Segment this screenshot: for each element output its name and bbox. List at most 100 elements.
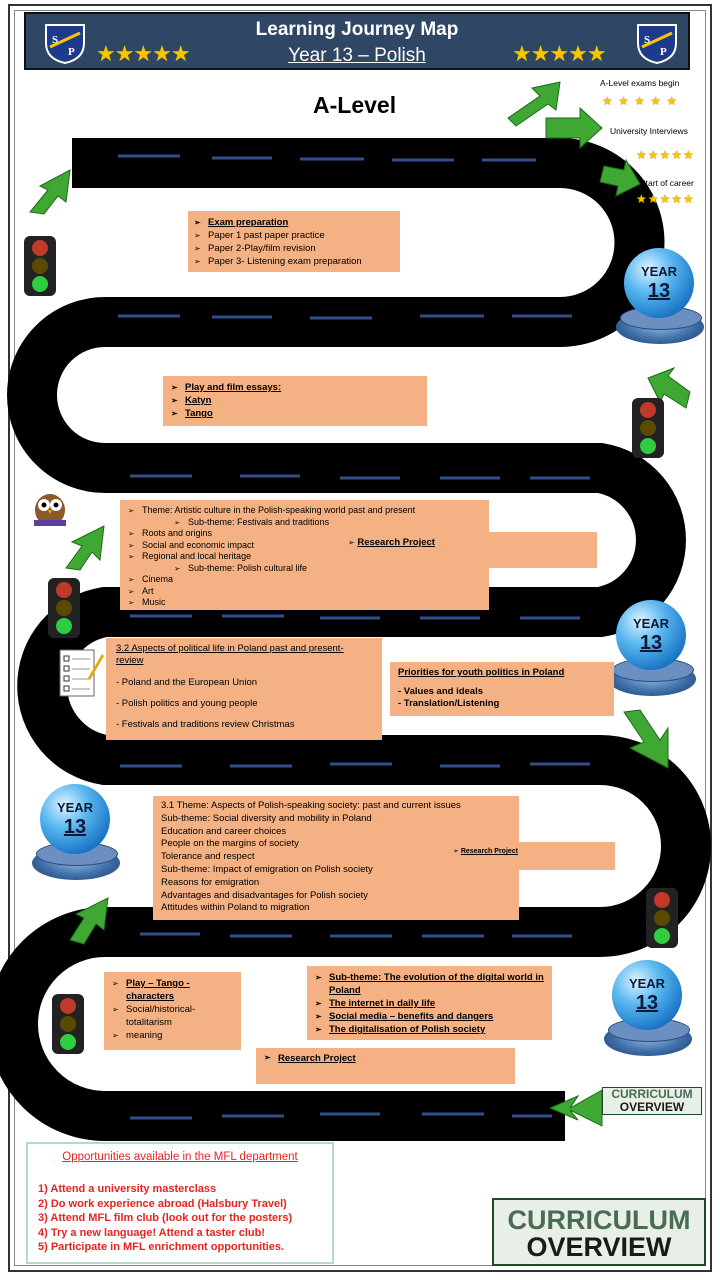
- list-item: Art: [128, 586, 481, 598]
- list-item: Roots and origins: [128, 528, 481, 540]
- list-item: - Translation/Listening: [398, 698, 500, 709]
- arrow-icon: [545, 106, 603, 150]
- milestone-stars: ★★★★★: [636, 148, 695, 162]
- svg-text:S: S: [644, 34, 650, 46]
- list-item: Reasons for emigration: [161, 876, 260, 888]
- milestone-career: Start of career: [640, 178, 694, 188]
- school-crest-icon: S P: [637, 24, 677, 65]
- year-label: YEAR: [640, 264, 678, 279]
- checklist-icon: [59, 649, 104, 697]
- svg-text:S: S: [52, 34, 58, 46]
- arrow-icon: [65, 525, 105, 571]
- level-heading: A-Level: [313, 92, 397, 118]
- play-tango-box: Play – Tango - characters Social/histori…: [104, 972, 241, 1050]
- year-badge: YEAR 13: [32, 784, 122, 896]
- list-item: Sub-theme: Polish cultural life: [174, 563, 481, 575]
- page-title: Learning Journey Map: [255, 19, 459, 40]
- list-item: Play and film essays:: [171, 381, 419, 394]
- arrow-icon: [548, 1089, 603, 1127]
- overview-line1: CURRICULUM: [507, 1205, 691, 1235]
- list-item: meaning: [112, 1029, 233, 1042]
- year-label: YEAR: [56, 800, 94, 815]
- traffic-light-icon: [632, 398, 664, 458]
- year-label: YEAR: [628, 976, 666, 991]
- year-badge: YEAR 13: [616, 248, 706, 360]
- year-number: 13: [647, 280, 671, 302]
- traffic-light-icon: [646, 888, 678, 948]
- arrow-icon: [29, 169, 71, 215]
- exam-prep-box: Exam preparation Paper 1 past paper prac…: [188, 211, 400, 272]
- milestone-exams: A-Level exams begin: [600, 78, 680, 88]
- page-border: [8, 4, 712, 1272]
- list-item: People on the margins of society: [161, 838, 299, 850]
- political-life-box: 3.2 Aspects of political life in Poland …: [106, 638, 382, 740]
- list-item: Research Project: [264, 1053, 507, 1064]
- year-badge: YEAR 13: [608, 600, 698, 712]
- arrow-icon: [599, 158, 641, 197]
- list-item: 1) Attend a university masterclass: [38, 1183, 217, 1195]
- arrow-icon: [69, 897, 109, 945]
- school-crest-icon: S P: [45, 24, 85, 65]
- list-item: 2) Do work experience abroad (Halsbury T…: [38, 1197, 287, 1210]
- list-item: Social/historical- totalitarism: [112, 1003, 233, 1029]
- year-number: 13: [639, 632, 663, 654]
- list-item: The digitalisation of Polish society: [315, 1023, 544, 1036]
- culture-box: Theme: Artistic culture in the Polish-sp…: [120, 500, 489, 610]
- year-number: 13: [635, 992, 659, 1014]
- page-subtitle: Year 13 – Polish: [288, 45, 426, 66]
- curriculum-overview-link[interactable]: CURRICULUM OVERVIEW: [492, 1198, 706, 1266]
- list-item: Paper 3- Listening exam preparation: [194, 255, 394, 268]
- list-item: Music: [128, 597, 481, 609]
- list-item: 3) Attend MFL film club (look out for th…: [38, 1212, 293, 1224]
- milestone-stars: ★ ★ ★ ★ ★: [602, 94, 679, 108]
- inner-border: [14, 10, 706, 1266]
- year-number: 13: [63, 816, 87, 838]
- list-item: Paper 2-Play/film revision: [194, 242, 394, 255]
- digital-world-box: Sub-theme: The evolution of the digital …: [307, 966, 552, 1040]
- society-box: 3.1 Theme: Aspects of Polish-speaking so…: [153, 796, 519, 920]
- list-item: Education and career choices: [161, 825, 287, 837]
- research-project-label: ➢ Research Project: [453, 848, 519, 855]
- list-item: Sub-theme: Festivals and traditions: [174, 517, 481, 529]
- list-item: Cinema: [128, 574, 481, 586]
- arrow-icon: [507, 81, 561, 127]
- traffic-light-icon: [52, 994, 84, 1054]
- list-item: Paper 1 past paper practice: [194, 229, 394, 242]
- list-item: Attitudes within Poland to migration: [161, 902, 310, 914]
- research-project-box: Research Project: [256, 1048, 515, 1084]
- milestone-interviews: University Interviews: [610, 126, 688, 136]
- traffic-light-icon: [48, 578, 80, 638]
- list-item: - Values and ideals: [398, 686, 484, 697]
- green-arrows: [29, 81, 691, 1127]
- curriculum-overview-link-small[interactable]: CURRICULUM OVERVIEW: [602, 1087, 702, 1115]
- list-item: Sub-theme: Social diversity and mobility…: [161, 812, 372, 824]
- list-item: 5) Participate in MFL enrichment opportu…: [38, 1241, 285, 1253]
- list-item: Katyn: [171, 394, 419, 407]
- box-title: 3.2 Aspects of political life in Poland …: [116, 643, 344, 666]
- list-item: - Polish politics and young people: [116, 698, 258, 709]
- list-item: Regional and local heritage: [128, 551, 481, 563]
- svg-text:P: P: [660, 46, 667, 58]
- list-item: Theme: Artistic culture in the Polish-sp…: [128, 505, 481, 517]
- list-item: Play – Tango - characters: [112, 977, 233, 1003]
- opportunities-panel: Opportunities available in the MFL depar…: [26, 1142, 334, 1264]
- lane-markings: [118, 154, 590, 1120]
- list-item: Tango: [171, 407, 419, 420]
- list-item: - Poland and the European Union: [116, 677, 258, 688]
- list-item: 4) Try a new language! Attend a taster c…: [38, 1226, 265, 1239]
- year-label: YEAR: [632, 616, 670, 631]
- year-badge: YEAR 13: [604, 960, 694, 1072]
- overview-line2: OVERVIEW: [619, 1100, 685, 1114]
- header-stars-left: ★★★★★: [96, 41, 191, 66]
- arrow-icon: [623, 709, 669, 769]
- research-project-label: ➢ Research Project: [348, 537, 435, 548]
- milestone-stars: ★★★★★: [636, 192, 695, 206]
- box-title: Priorities for youth politics in Poland: [398, 667, 565, 678]
- overview-line1: CURRICULUM: [611, 1087, 693, 1101]
- header-stars-right: ★★★★★: [512, 41, 607, 66]
- overview-line2: OVERVIEW: [526, 1232, 672, 1262]
- list-item: - Festivals and traditions review Christ…: [116, 719, 295, 730]
- owl-icon: [34, 494, 66, 526]
- list-item: Social and economic impact: [128, 540, 481, 552]
